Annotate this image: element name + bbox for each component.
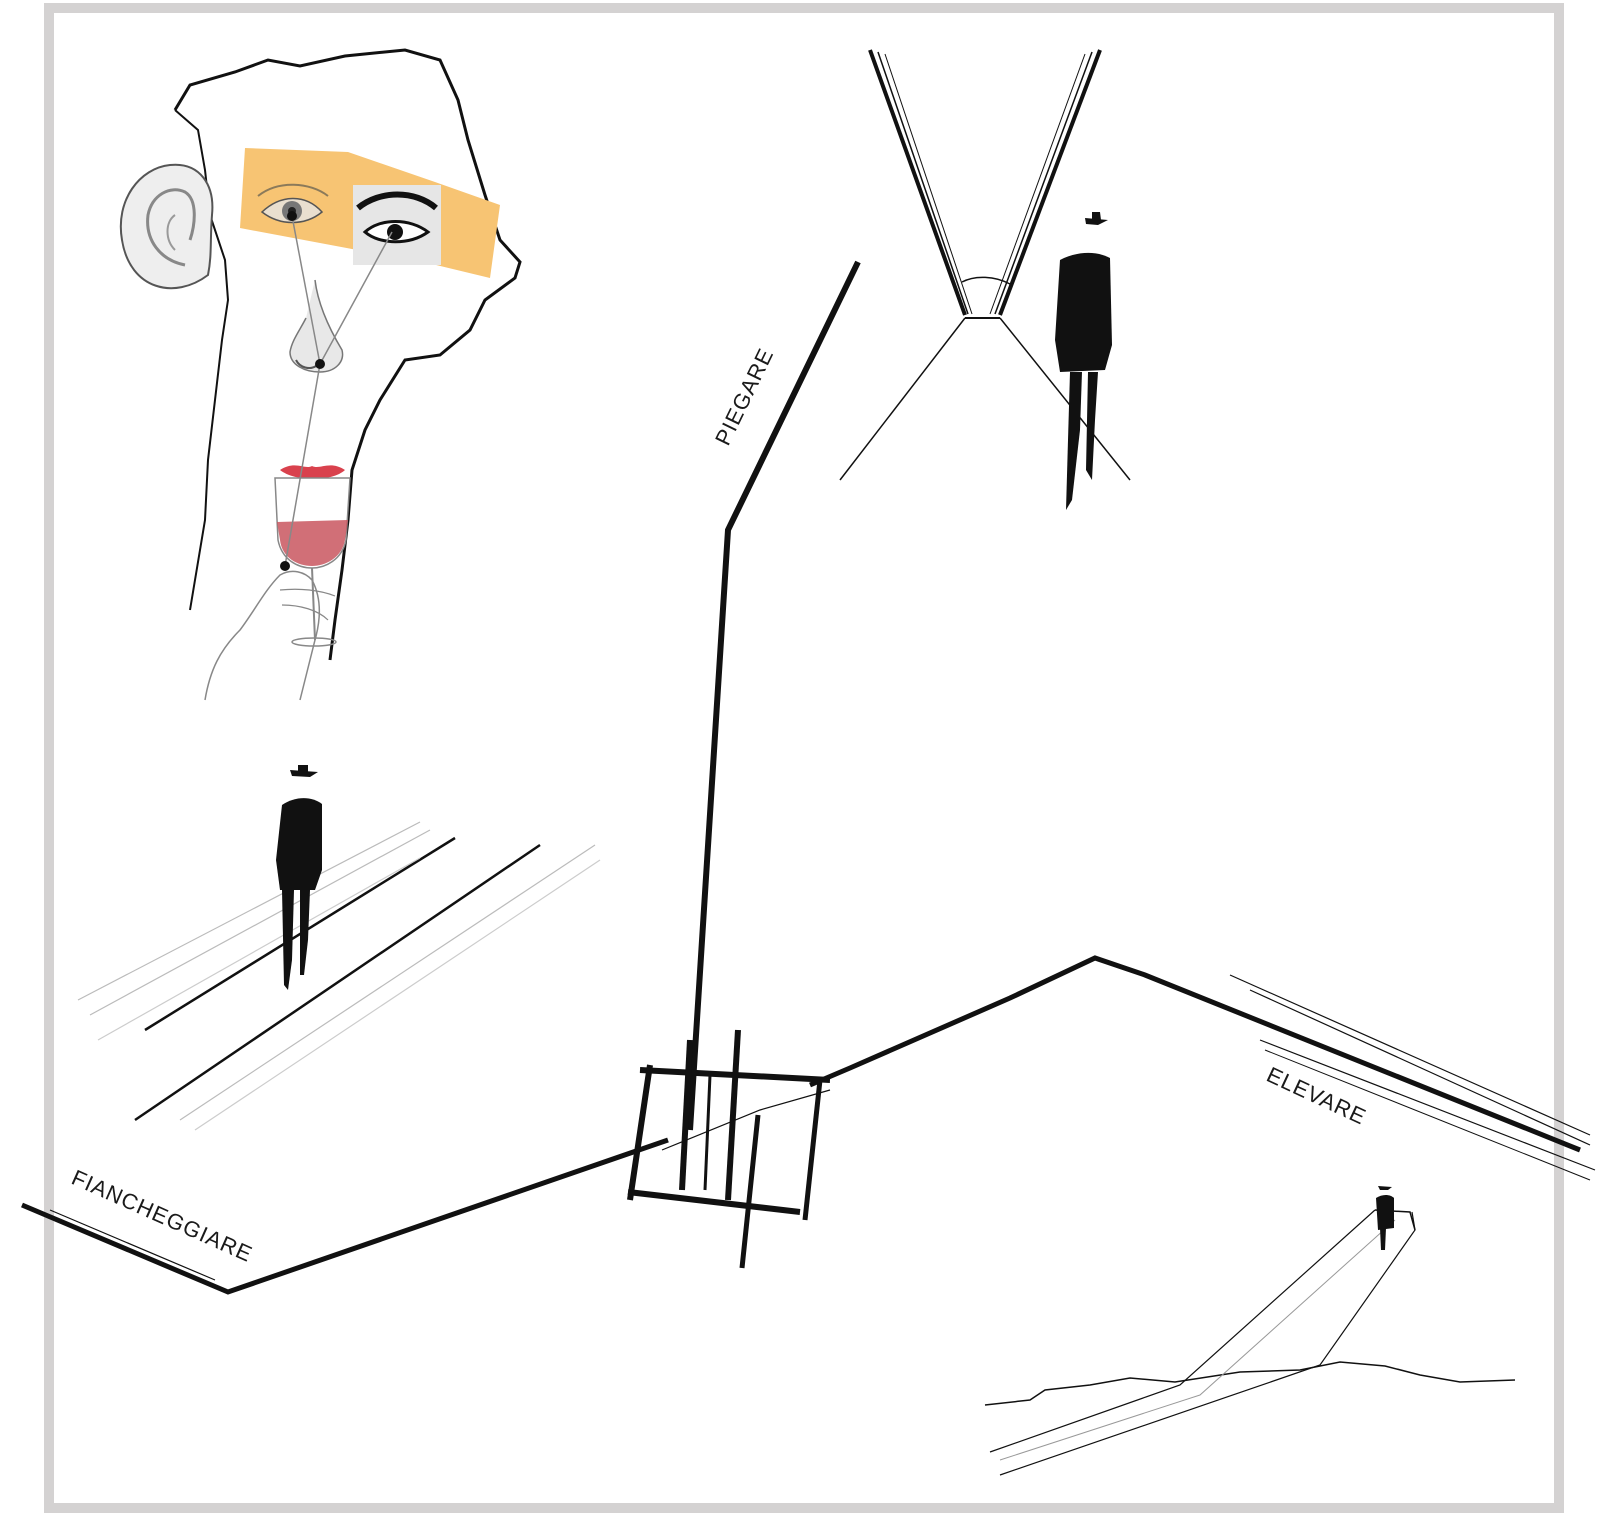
central-grid: [628, 1030, 830, 1268]
eye-point: [287, 211, 297, 221]
head-outline: [175, 50, 520, 660]
ramp-scene: [985, 1210, 1515, 1475]
lips: [280, 465, 345, 479]
fiancheggiare-path: [22, 1140, 668, 1292]
right-eye-photo: [353, 185, 441, 265]
label-elevare: ELEVARE: [1263, 1062, 1370, 1130]
standing-figure-top: [1055, 212, 1112, 510]
standing-figure-rail: [276, 765, 322, 990]
face-collage: [121, 50, 520, 700]
nose-point: [315, 359, 325, 369]
ear-drawing: [121, 165, 213, 288]
hand-drawing: [205, 571, 319, 700]
rail-lines: [78, 822, 600, 1130]
standing-figure-ramp: [1376, 1186, 1394, 1250]
hand-point: [280, 561, 290, 571]
elevare-path: [810, 958, 1595, 1180]
label-fiancheggiare: FIANCHEGGIARE: [68, 1165, 256, 1267]
piegare-path: [690, 262, 858, 1130]
label-piegare: PIEGARE: [710, 344, 778, 449]
nose-drawing: [290, 280, 343, 372]
